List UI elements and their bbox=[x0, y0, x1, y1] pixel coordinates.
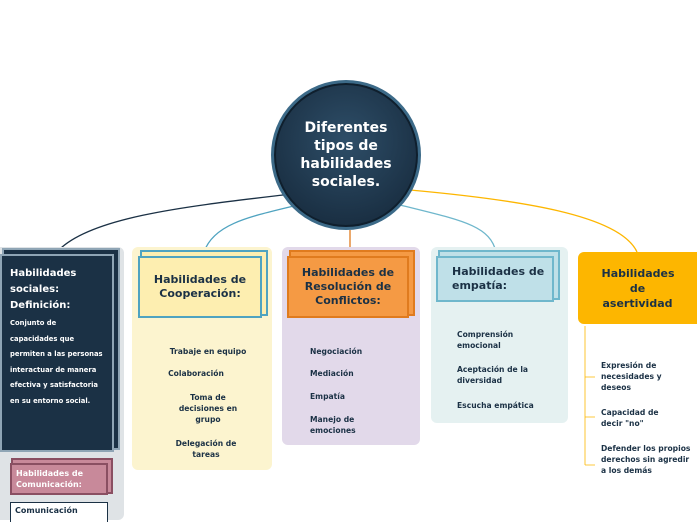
subtopic-conflictos-3[interactable]: Empatía bbox=[310, 392, 346, 401]
topic-definicion-description: Conjunto de capacidades que permiten a l… bbox=[10, 319, 103, 405]
subtopic-asertividad-3[interactable]: Defender los propios derechos sin agredi… bbox=[601, 444, 691, 475]
subtopic-comunicacion-1[interactable]: Comunicación bbox=[10, 502, 108, 522]
subtopic-empatia-3[interactable]: Escucha empática bbox=[457, 401, 534, 410]
connector-definicion bbox=[56, 192, 301, 253]
topic-empatia[interactable]: Habilidades de empatía: bbox=[436, 256, 554, 302]
subtopic-comunicacion-1-label: Comunicación bbox=[15, 506, 78, 515]
topic-definicion[interactable]: Habilidades sociales: Definición: Conjun… bbox=[0, 254, 114, 452]
subtopic-asertividad-2[interactable]: Capacidad de decir "no" bbox=[601, 408, 659, 428]
subtopic-empatia-2[interactable]: Aceptación de la diversidad bbox=[457, 365, 529, 385]
subtopic-cooperacion-4[interactable]: Delegación de tareas bbox=[175, 439, 237, 459]
topic-cooperacion-title: Habilidades de Cooperación: bbox=[153, 273, 247, 300]
topic-comunicacion-title: Habilidades de Comunicación: bbox=[16, 469, 84, 489]
subtopic-cooperacion-1[interactable]: Trabaje en equipo bbox=[169, 347, 247, 356]
topic-definicion-title: Habilidades sociales: Definición: bbox=[10, 268, 77, 311]
subtopic-empatia-1[interactable]: Comprensión emocional bbox=[457, 330, 514, 350]
subtopic-conflictos-4[interactable]: Manejo de emociones bbox=[310, 415, 356, 435]
subtopic-cooperacion-3[interactable]: Toma de decisiones en grupo bbox=[178, 393, 238, 424]
topic-cooperacion[interactable]: Habilidades de Cooperación: bbox=[138, 256, 262, 318]
topic-conflictos[interactable]: Habilidades de Resolución de Conflictos: bbox=[287, 256, 409, 318]
subtopic-asertividad-1[interactable]: Expresión de necesidades y deseos bbox=[601, 361, 662, 392]
subtopic-conflictos-1[interactable]: Negociación bbox=[310, 347, 363, 356]
topic-conflictos-title: Habilidades de Resolución de Conflictos: bbox=[301, 266, 395, 307]
subtopic-conflictos-2[interactable]: Mediación bbox=[310, 369, 354, 378]
connector-asertividad bbox=[409, 189, 638, 253]
topic-asertividad[interactable]: Habilidades de asertividad bbox=[578, 252, 697, 324]
subtopic-cooperacion-2[interactable]: Colaboración bbox=[168, 369, 224, 378]
topic-asertividad-title: Habilidades de asertividad bbox=[601, 266, 675, 310]
sub-lines-asertividad bbox=[584, 326, 595, 466]
central-topic-label: Diferentes tipos de habilidades sociales… bbox=[300, 120, 392, 190]
central-topic[interactable]: Diferentes tipos de habilidades sociales… bbox=[271, 80, 421, 230]
connector-empatia bbox=[399, 204, 497, 253]
topic-comunicacion[interactable]: Habilidades de Comunicación: bbox=[10, 463, 108, 495]
topic-empatia-title: Habilidades de empatía: bbox=[452, 265, 545, 292]
